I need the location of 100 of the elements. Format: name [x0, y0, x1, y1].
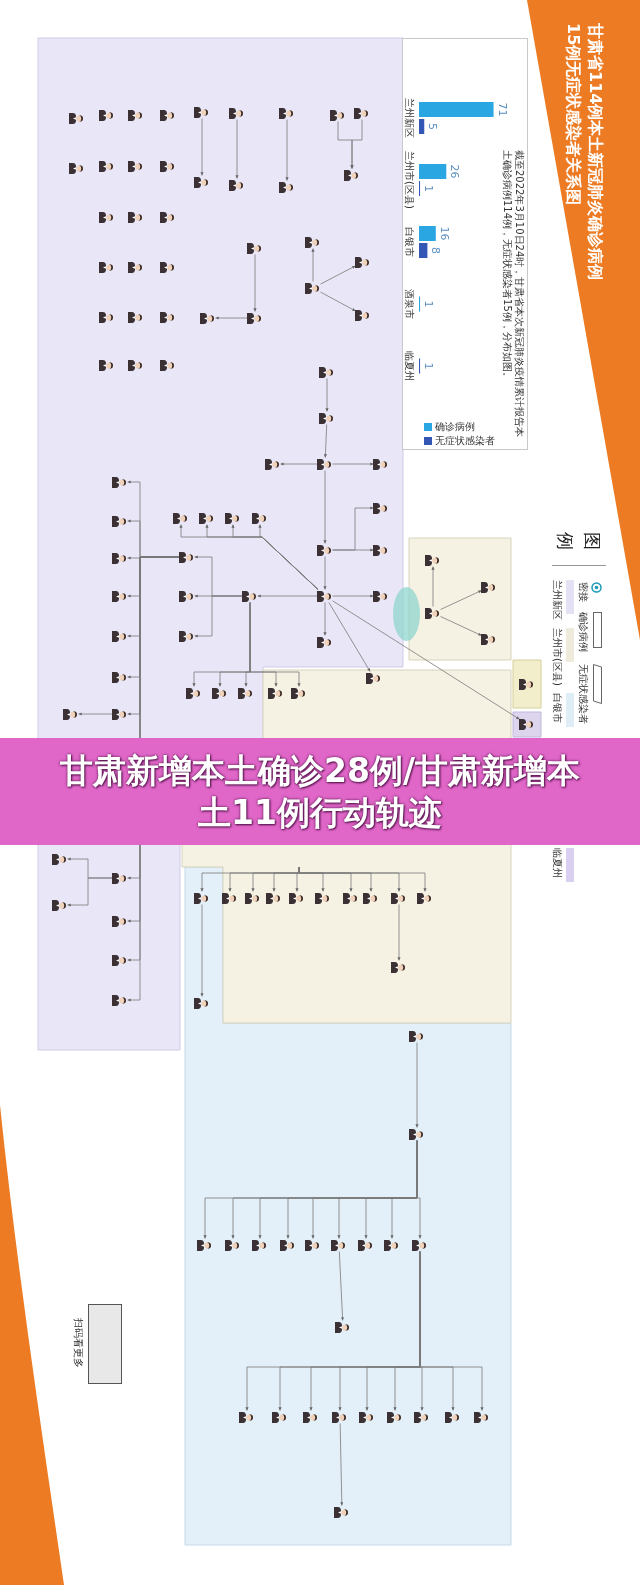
category-label: 临夏州	[403, 351, 415, 381]
person-icon	[319, 411, 335, 425]
person-icon	[305, 235, 321, 249]
person-icon	[112, 629, 128, 643]
person-icon	[112, 953, 128, 967]
value-label: 26	[448, 163, 461, 181]
person-icon	[112, 551, 128, 565]
person-icon	[519, 677, 535, 691]
title: 甘肃省114例本土新冠肺炎确诊病例15例无症状感染者关系图	[563, 23, 606, 283]
person-icon	[384, 1238, 400, 1252]
region-panel	[513, 712, 541, 737]
person-icon	[319, 365, 335, 379]
person-icon	[445, 1410, 461, 1424]
legend-label: 兰州新区	[551, 580, 563, 620]
person-icon	[128, 159, 144, 173]
person-icon	[331, 1238, 347, 1252]
person-icon	[245, 891, 261, 905]
person-icon	[252, 511, 268, 525]
person-icon	[99, 310, 115, 324]
category-label: 兰州新区	[403, 98, 415, 138]
person-icon	[279, 106, 295, 120]
person-icon	[112, 871, 128, 885]
legend-label: 密接	[577, 582, 589, 602]
person-icon	[330, 108, 346, 122]
region-panel	[513, 660, 541, 708]
person-icon	[212, 686, 228, 700]
person-icon	[99, 358, 115, 372]
person-icon	[417, 891, 433, 905]
legend-label: 临夏州	[551, 848, 563, 878]
person-icon	[412, 1238, 428, 1252]
person-icon	[179, 629, 195, 643]
person-icon	[280, 1238, 296, 1252]
person-icon	[128, 310, 144, 324]
person-icon	[317, 457, 333, 471]
person-icon	[128, 108, 144, 122]
person-icon	[222, 891, 238, 905]
person-icon	[199, 511, 215, 525]
person-icon	[391, 891, 407, 905]
person-icon	[358, 1238, 374, 1252]
person-icon	[317, 635, 333, 649]
person-icon	[160, 358, 176, 372]
person-icon	[112, 914, 128, 928]
person-icon	[334, 1505, 350, 1519]
person-icon	[414, 1410, 430, 1424]
person-icon	[355, 308, 371, 322]
person-icon	[239, 1410, 255, 1424]
person-icon	[229, 106, 245, 120]
note-text: 截至2022年3月10日24时，甘肃省本次新冠肺炎疫情累计报告本土确诊病例114例，无症状感染者15例，分布如图。	[501, 150, 525, 440]
person-icon	[247, 311, 263, 325]
value-label: 1	[422, 361, 435, 372]
legend-label: 无症状感染者	[435, 435, 495, 447]
person-icon	[481, 632, 497, 646]
region-panel	[409, 538, 511, 660]
person-icon	[373, 543, 389, 557]
person-icon	[252, 1238, 268, 1252]
person-icon	[481, 580, 497, 594]
person-icon	[335, 1320, 351, 1334]
person-icon	[344, 168, 360, 182]
person-icon	[99, 210, 115, 224]
person-icon	[186, 686, 202, 700]
person-icon	[160, 260, 176, 274]
value-label: 16	[437, 225, 450, 243]
person-icon	[366, 671, 382, 685]
legend-label: 无症状感染者	[577, 664, 589, 724]
person-icon	[160, 108, 176, 122]
person-icon	[373, 589, 389, 603]
person-icon	[99, 108, 115, 122]
person-icon	[173, 511, 189, 525]
value-label: 8	[429, 246, 442, 256]
person-icon	[194, 996, 210, 1010]
person-icon	[425, 606, 441, 620]
banner-headline: 甘肃新增本土确诊28例/甘肃新增本土11例行动轨迹	[59, 749, 581, 834]
person-icon	[128, 210, 144, 224]
person-icon	[315, 891, 331, 905]
category-label: 酒泉市	[403, 289, 415, 319]
person-icon	[179, 550, 195, 564]
person-icon	[391, 960, 407, 974]
person-icon	[409, 1029, 425, 1043]
person-icon	[265, 457, 281, 471]
person-icon	[268, 686, 284, 700]
person-icon	[242, 589, 258, 603]
person-icon	[225, 511, 241, 525]
person-icon	[194, 105, 210, 119]
person-icon	[197, 1238, 213, 1252]
person-icon	[519, 717, 535, 731]
person-icon	[317, 589, 333, 603]
person-icon	[289, 891, 305, 905]
person-icon	[425, 553, 441, 567]
person-icon	[52, 852, 68, 866]
person-icon	[354, 106, 370, 120]
person-icon	[52, 898, 68, 912]
person-icon	[247, 241, 263, 255]
category-label: 兰州市(区县)	[403, 151, 415, 209]
person-icon	[317, 543, 333, 557]
person-icon	[112, 993, 128, 1007]
person-icon	[160, 159, 176, 173]
person-icon	[69, 161, 85, 175]
person-icon	[194, 175, 210, 189]
person-icon	[160, 310, 176, 324]
person-icon	[359, 1410, 375, 1424]
